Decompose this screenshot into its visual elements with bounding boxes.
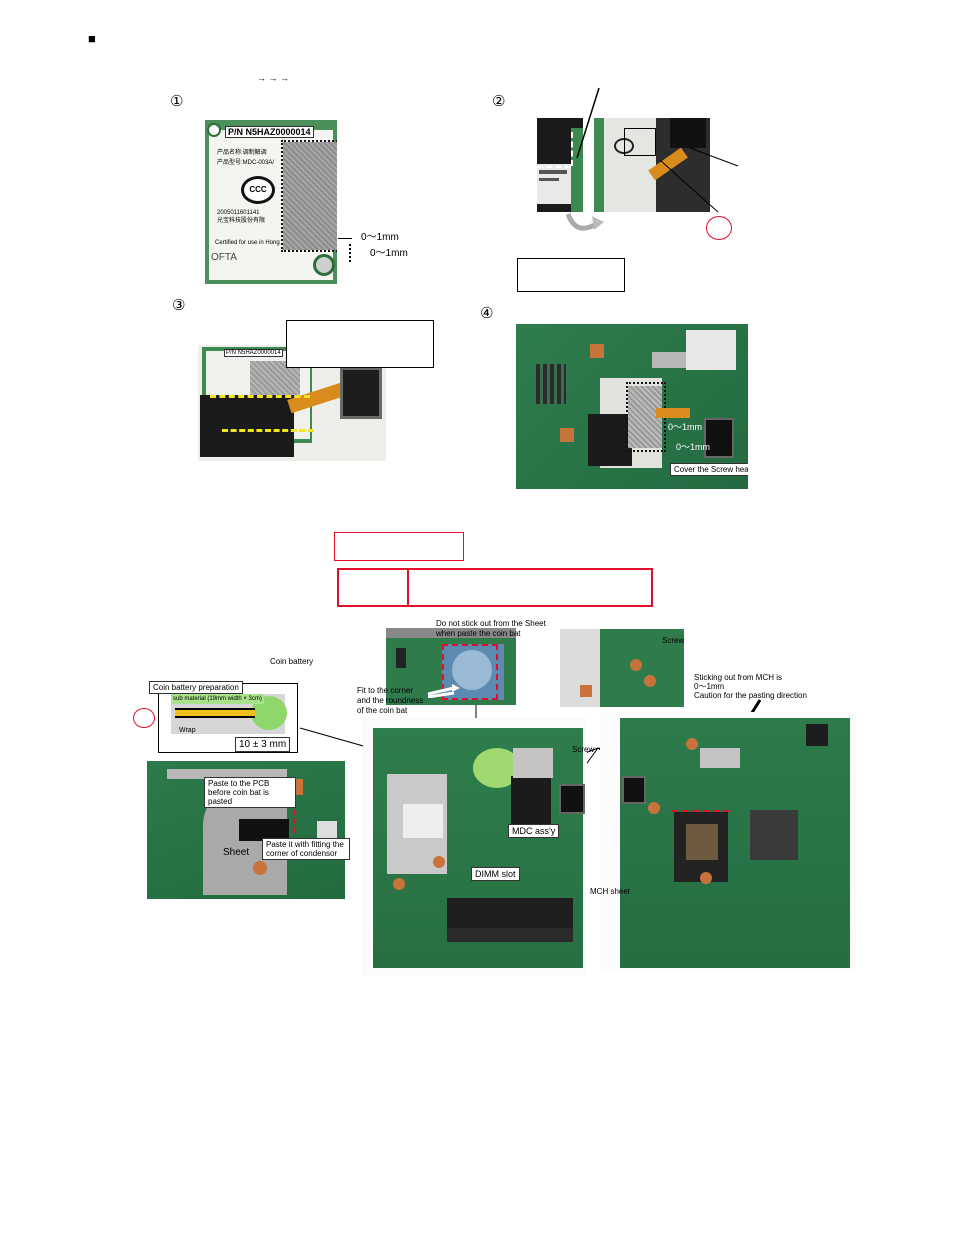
mdc-assy-label: MDC ass'y [508,824,560,838]
center-detail-photo [386,628,516,705]
modem-with-cable-photo [594,118,710,212]
screw-top-label: Screw [662,636,685,645]
sticking-line-2: 0～1mm [694,682,725,691]
cover-screw-label: Cover the Screw head [670,463,748,476]
dimension-line-1 [338,238,352,239]
label-line-4: 光宝科技股份有限 [217,218,266,224]
shield-sheet [283,142,337,250]
coin-prep-title: Coin battery preparation [149,681,243,694]
step-4-number: ④ [480,304,494,322]
sheet-outline [281,140,337,252]
main-board-photo [363,718,587,976]
red-title-box [334,532,464,561]
modem-board-photo: P/N N5HAZ0000014 产品名称:调制解调 产品型号:MDC-003A… [205,120,337,284]
sticking-line-3: Caution for the pasting direction [694,691,807,700]
ofta-text: OFTA [211,252,237,263]
paste-fit-label: Paste it with fitting the corner of cond… [262,838,350,860]
sheet-label: Sheet [223,847,250,858]
label-line-2: 产品型号:MDC-003A/ [217,160,275,166]
sub-material-label: sub material (19mm width × 3cm) [171,694,264,704]
fig4-dim-2: 0～1mm [676,442,711,452]
ccc-logo: CCC [241,176,275,204]
certified-text: Certified for use in Hong [215,240,280,246]
fig3-part-number: P/N N5HAZ0000014 [224,349,283,357]
step-1-number: ① [170,92,184,110]
center-screw-label: Screw [572,745,595,754]
coin-battery-label: Coin battery [270,657,314,666]
note-box-3 [286,320,434,368]
dimm-slot-label: DIMM slot [471,867,520,881]
step-3-number: ③ [172,296,186,314]
section-bullet: ■ [88,31,96,46]
label-line-3: 2005011601141 [217,210,260,216]
modem-installed-photo: 0～1mm 0～1mm Cover the Screw head [516,324,748,489]
dimension-line-2 [349,244,352,262]
wrap-label: Wrap [179,727,196,734]
label-line-1: 产品名称:调制解调 [217,150,267,156]
white-arrows-icon [426,684,460,698]
fig4-dim-1: 0～1mm [668,422,703,432]
paste-pcb-label: Paste to the PCB before coin bat is past… [204,777,296,808]
circle-mark-2 [133,708,155,728]
circle-mark-1 [706,216,732,240]
modem-back-photo [537,118,583,212]
fit-corner-note: Fit to the corner and the roundness of t… [357,686,424,715]
mch-sheet-label: MCH sheet [590,887,631,896]
do-not-stick-note: Do not stick out from the Sheet when pas… [436,619,546,638]
part-number: P/N N5HAZ0000014 [225,126,314,138]
step-2-number: ② [492,92,506,110]
sticking-line-1: Sticking out from MCH is [694,673,783,682]
dimension-2: 0～1mm [370,248,408,259]
measurement-label: 10 ± 3 mm [235,737,291,752]
mch-board-photo [600,712,856,972]
arrow-sequence: → → → [257,73,290,83]
screw-detail-photo [560,629,684,707]
dimension-1: 0～1mm [361,232,399,243]
red-table-box [337,568,653,607]
note-box-2 [517,258,625,292]
flip-arrow-icon [566,210,606,236]
